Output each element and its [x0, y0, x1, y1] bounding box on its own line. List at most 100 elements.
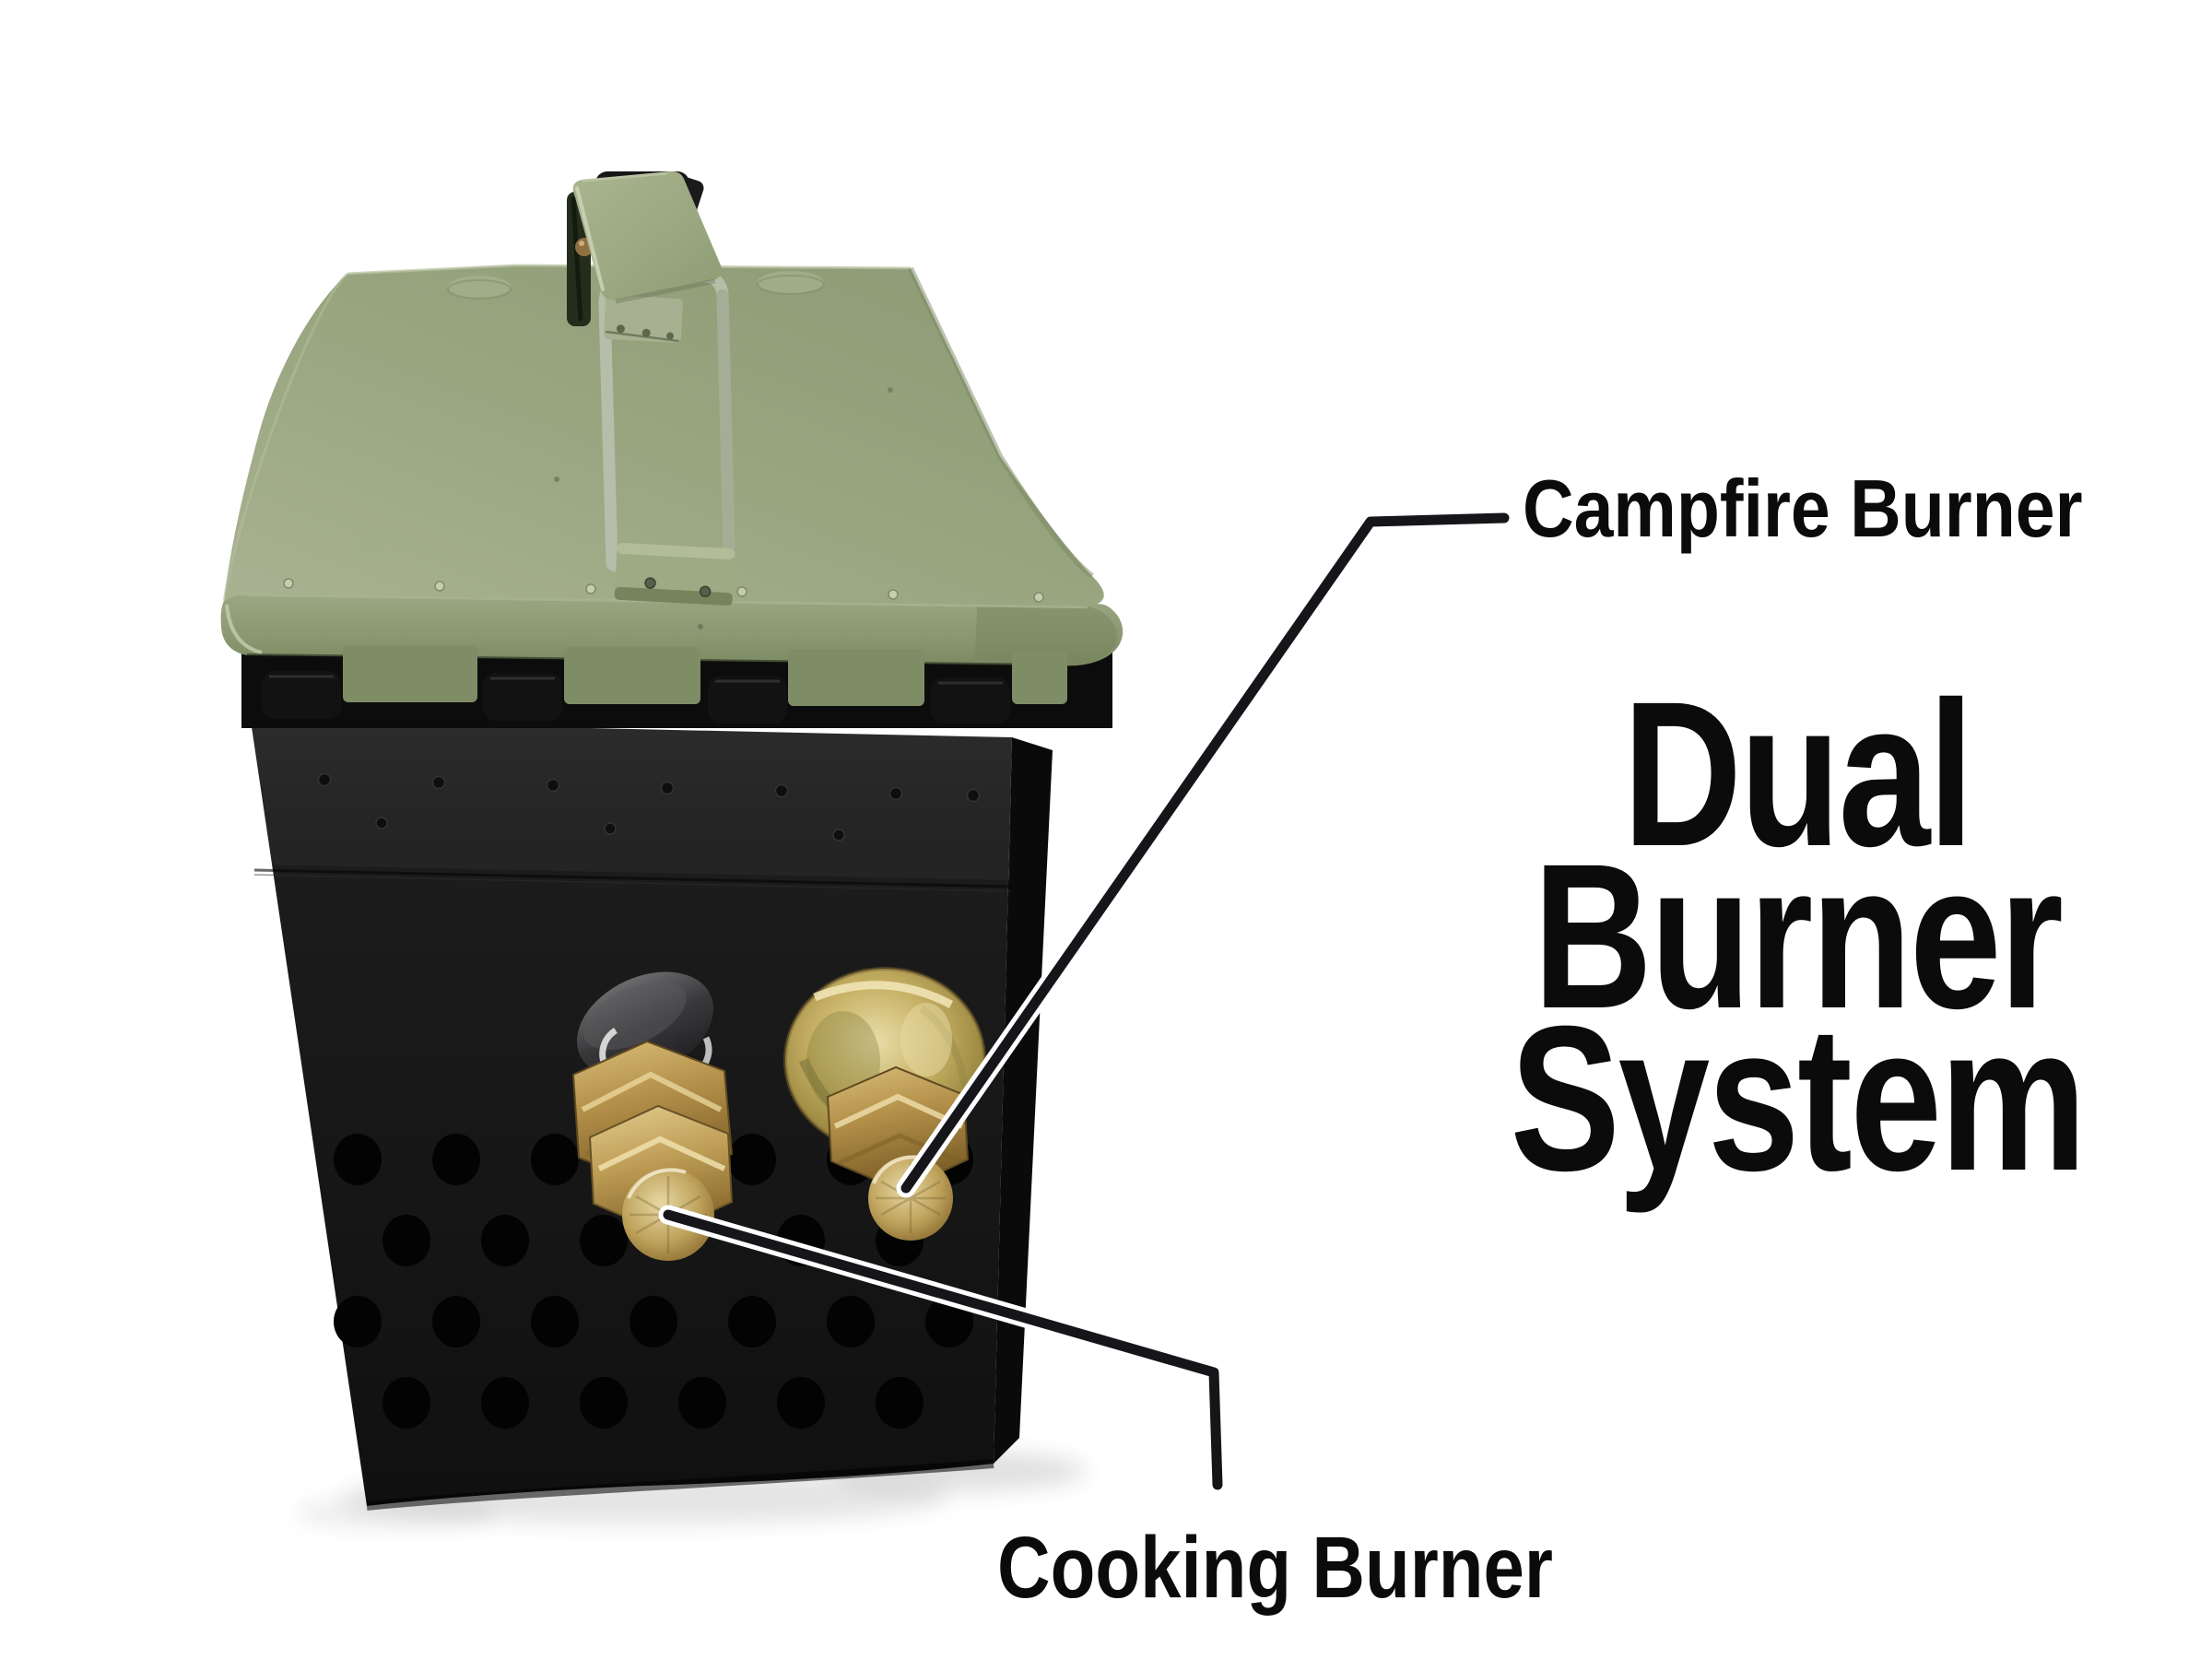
hinge-knuckle	[708, 676, 787, 724]
cap-rim-highlight	[627, 1168, 687, 1199]
campfire-burner-label: Campfire Burner	[1523, 463, 2083, 554]
vent-hole	[481, 1215, 529, 1266]
body-side-face	[994, 737, 1053, 1464]
rivet	[888, 786, 903, 801]
body-seam	[253, 868, 1012, 888]
title-line-2: Burner	[1533, 821, 2063, 1052]
vent-hole	[382, 1377, 430, 1429]
vent-hole	[777, 1377, 825, 1429]
vent-hole	[432, 1134, 480, 1185]
hinge-tab	[564, 647, 700, 704]
body-rivets	[317, 772, 981, 841]
vent-hole	[728, 1296, 776, 1347]
vent-hole	[531, 1134, 579, 1185]
rivet	[966, 788, 981, 803]
lid-handle	[567, 171, 735, 606]
handle-strap-bottom-shade	[615, 278, 716, 304]
vent-hole	[827, 1296, 875, 1347]
rivet	[1033, 592, 1044, 603]
vent-hole	[629, 1296, 677, 1347]
lid-speck	[888, 387, 893, 393]
rivet	[888, 589, 899, 600]
vent-hole	[432, 1296, 480, 1347]
rivet	[736, 586, 747, 597]
handle-bottom-clamp	[614, 543, 735, 606]
hinge-row	[262, 645, 1067, 724]
lid-rivets	[283, 578, 1044, 603]
campfire-burner-fitting	[783, 967, 986, 1241]
page-title: Dual Burner System	[1465, 659, 2129, 1214]
rivet	[774, 783, 789, 798]
hex-chevron-highlight2	[597, 1135, 726, 1171]
lid-dent	[448, 276, 511, 298]
vent-hole	[678, 1377, 726, 1429]
vent-hole	[382, 1215, 430, 1266]
hinge-knuckle	[262, 671, 341, 719]
hinge-tab	[343, 645, 477, 702]
lid-right-edge-shade	[908, 266, 1094, 579]
rivet	[546, 778, 560, 793]
lid-speck	[554, 477, 559, 482]
hinge-knuckles	[262, 671, 1010, 724]
vent-hole	[334, 1134, 382, 1185]
hinge-knuckle	[931, 677, 1010, 724]
rivet	[317, 772, 332, 787]
vent-hole	[876, 1377, 924, 1429]
handle-strap-edge-highlight	[575, 186, 605, 291]
body-seam-highlight	[253, 874, 1012, 892]
burner-cap	[868, 1156, 953, 1241]
handle-brass-pin-glint	[579, 241, 584, 246]
hex-chevron-highlight	[581, 1071, 723, 1112]
knuckle-highlight	[269, 675, 1003, 685]
campfire-callout-line	[900, 512, 1510, 1194]
lid-dent	[757, 275, 825, 295]
rivet	[832, 829, 845, 841]
lid-dents	[352, 271, 893, 629]
rivet	[604, 822, 617, 835]
body-top-band	[251, 721, 1012, 880]
lid-back-edge-highlight	[347, 264, 912, 276]
lid-top-face	[224, 265, 1104, 606]
lid-band-right-shade	[975, 606, 1117, 666]
lid-dent	[758, 271, 824, 293]
cooking-callout-line	[663, 1209, 1223, 1490]
rivet	[585, 583, 596, 594]
screw	[616, 324, 625, 334]
vent-hole	[481, 1377, 529, 1429]
rivet	[431, 775, 446, 790]
screw	[666, 332, 675, 340]
cooking-burner-label: Cooking Burner	[997, 1519, 1553, 1617]
title-line-1: Dual	[1622, 659, 1974, 889]
screw	[641, 328, 651, 337]
handle-wire-shade	[716, 288, 735, 558]
callout-lines	[658, 508, 1514, 1495]
hinge-tab	[1012, 651, 1067, 704]
screw	[644, 577, 656, 589]
title-line-3: System	[1510, 983, 2087, 1214]
vent-hole	[728, 1134, 776, 1185]
screw	[699, 585, 712, 598]
cooking-burner-fitting	[571, 971, 734, 1261]
handle-strap-top-highlight	[582, 171, 668, 182]
rivet	[660, 781, 675, 795]
vent-hole	[580, 1215, 628, 1266]
handle-hasp-shade	[571, 196, 583, 322]
hex-chevron-highlight	[833, 1093, 964, 1129]
rivet	[434, 581, 445, 592]
handle-strap	[572, 171, 722, 300]
lid-left-edge-highlight	[222, 272, 349, 602]
handle-mid-bracket	[604, 295, 683, 343]
vent-hole	[580, 1377, 628, 1429]
body-bottom-shade	[366, 1459, 994, 1511]
flange-reflection	[813, 981, 954, 1008]
lid-dent	[352, 539, 385, 561]
lid-dent	[447, 279, 512, 300]
lid-corner-highlight	[225, 604, 263, 654]
vent-hole	[531, 1296, 579, 1347]
rivet	[283, 578, 294, 589]
hinge-knuckle	[483, 673, 562, 721]
rivet	[375, 817, 388, 830]
vent-hole	[334, 1296, 382, 1347]
